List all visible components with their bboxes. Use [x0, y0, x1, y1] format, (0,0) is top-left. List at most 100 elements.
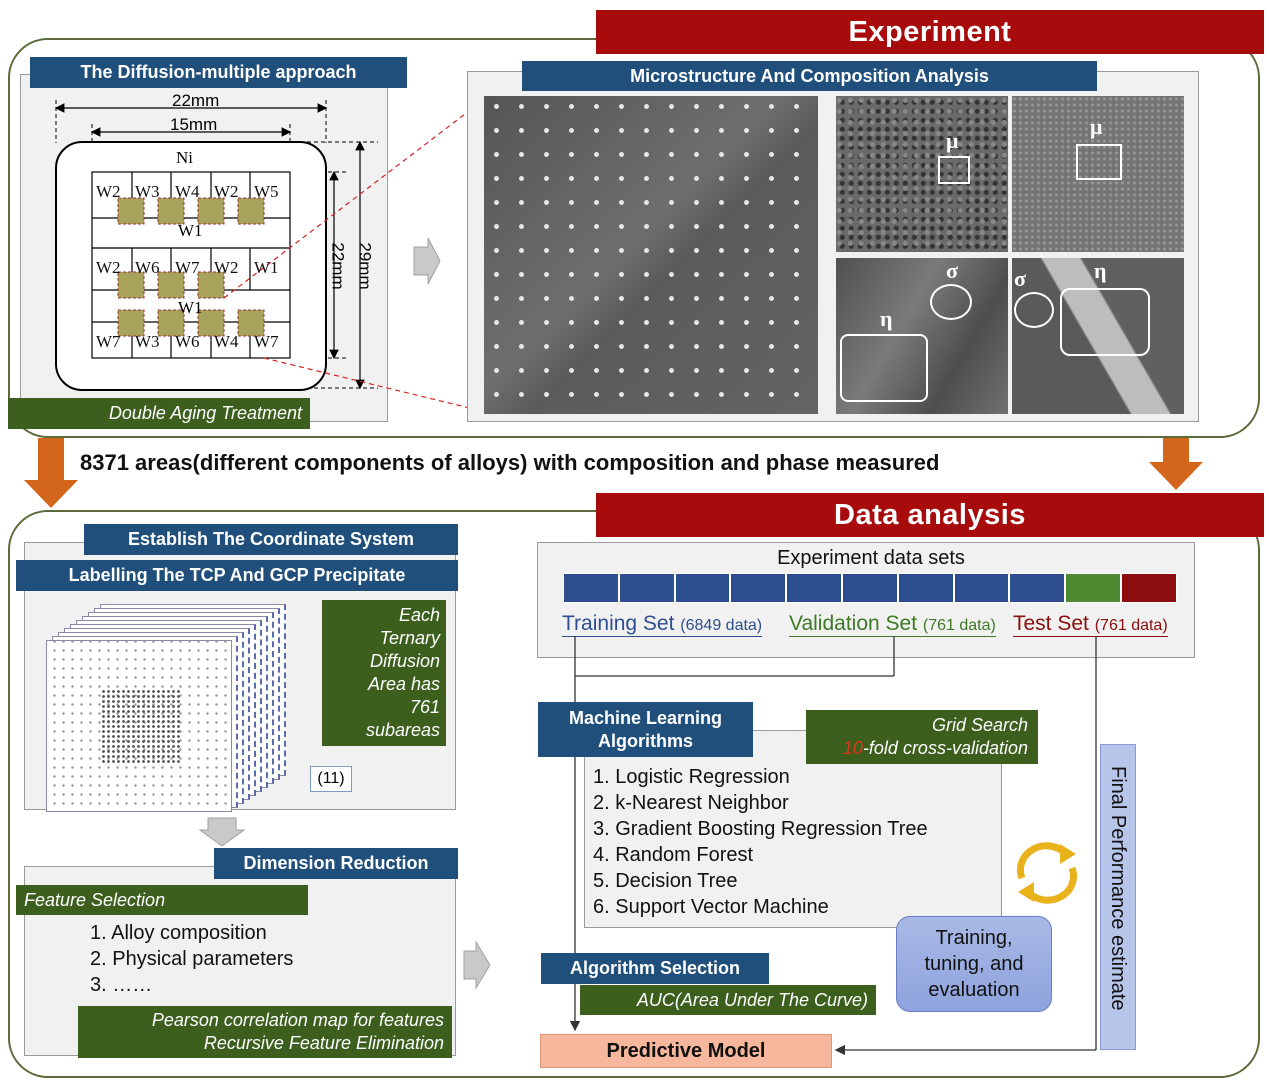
indent-mark: [744, 200, 749, 205]
indent-mark: [569, 176, 574, 181]
dim-15mm: 15mm: [170, 115, 218, 134]
indent-mark: [619, 176, 624, 181]
indent-mark: [744, 176, 749, 181]
indent-mark: [494, 368, 499, 373]
algorithm-item: 5. Decision Tree: [593, 870, 738, 892]
indent-mark: [494, 344, 499, 349]
indent-mark: [519, 104, 524, 109]
indent-mark: [769, 176, 774, 181]
indent-mark: [594, 392, 599, 397]
indent-mark: [644, 104, 649, 109]
indent-mark: [794, 272, 799, 277]
grid-cell-label: W6: [175, 332, 200, 351]
indent-mark: [594, 248, 599, 253]
grid-cell-label: W7: [175, 258, 200, 277]
indent-mark: [694, 104, 699, 109]
indent-mark: [794, 320, 799, 325]
feature-selection-label: Feature Selection: [16, 885, 308, 915]
subarea-page: [46, 640, 232, 812]
indent-mark: [794, 152, 799, 157]
indent-mark: [619, 152, 624, 157]
dataset-segment-training: [618, 573, 675, 603]
indent-mark: [594, 152, 599, 157]
indent-mark: [519, 224, 524, 229]
indent-mark: [494, 104, 499, 109]
pearson-note: Pearson correlation map for features Rec…: [78, 1006, 452, 1058]
indent-mark: [669, 392, 674, 397]
diffusion-label: The Diffusion-multiple approach: [30, 57, 407, 88]
final-performance-bar: [1100, 744, 1136, 1050]
sem-image-2: μ: [1012, 96, 1184, 252]
indent-mark: [669, 200, 674, 205]
indent-mark: [569, 344, 574, 349]
indent-mark: [769, 152, 774, 157]
indent-mark: [569, 200, 574, 205]
feature-item: 1. Alloy composition: [90, 922, 267, 944]
grid-cell-label: W6: [135, 258, 160, 277]
indent-mark: [794, 296, 799, 301]
indent-mark: [569, 392, 574, 397]
indent-mark: [744, 272, 749, 277]
dataset-segment-test: [1121, 573, 1177, 603]
algorithm-item: 3. Gradient Boosting Regression Tree: [593, 818, 928, 840]
tcp-gcp-label: Labelling The TCP And GCP Precipitate: [16, 560, 458, 591]
indent-mark: [494, 296, 499, 301]
indent-mark: [769, 248, 774, 253]
indent-mark: [519, 176, 524, 181]
indent-mark: [519, 200, 524, 205]
algorithm-list: 1. Logistic Regression 2. k-Nearest Neig…: [593, 766, 993, 922]
indent-mark: [644, 320, 649, 325]
indent-mark: [519, 248, 524, 253]
indent-mark: [594, 320, 599, 325]
double-aging-label: Double Aging Treatment: [8, 398, 310, 429]
dimension-reduction-label: Dimension Reduction: [214, 848, 458, 879]
indent-mark: [769, 272, 774, 277]
indent-mark: [744, 224, 749, 229]
indent-mark: [719, 272, 724, 277]
indent-mark: [494, 152, 499, 157]
indent-mark: [719, 344, 724, 349]
indent-mark: [744, 128, 749, 133]
indent-mark: [569, 152, 574, 157]
indent-mark: [619, 224, 624, 229]
indent-mark: [719, 296, 724, 301]
indent-mark: [619, 200, 624, 205]
indent-mark: [694, 368, 699, 373]
indent-mark: [519, 128, 524, 133]
subarea-core: [101, 689, 181, 763]
indent-mark: [694, 248, 699, 253]
experiment-header: Experiment: [596, 10, 1264, 54]
indent-mark: [519, 368, 524, 373]
ml-algorithms-label: Machine Learning Algorithms: [538, 702, 753, 757]
indent-mark: [644, 200, 649, 205]
indent-mark: [644, 224, 649, 229]
indent-mark: [669, 176, 674, 181]
indent-mark: [544, 104, 549, 109]
auc-note: AUC(Area Under The Curve): [580, 985, 876, 1015]
cv-fold-number: 10: [842, 738, 863, 758]
indent-mark: [669, 344, 674, 349]
indent-mark: [769, 200, 774, 205]
indent-mark: [544, 392, 549, 397]
indent-mark: [794, 392, 799, 397]
indent-mark: [769, 104, 774, 109]
validation-set-label: Validation Set (761 data): [789, 612, 996, 637]
coordinate-label: Establish The Coordinate System: [84, 524, 458, 555]
w1-label-a: W1: [178, 221, 203, 240]
final-performance-label: Final Performance estimate: [1107, 766, 1130, 1011]
predictive-model: Predictive Model: [540, 1034, 832, 1068]
indent-mark: [544, 272, 549, 277]
indent-mark: [594, 176, 599, 181]
indent-mark: [619, 392, 624, 397]
algorithm-item: 1. Logistic Regression: [593, 766, 790, 788]
indent-mark: [594, 296, 599, 301]
datasets-title: Experiment data sets: [777, 547, 965, 569]
indent-mark: [744, 320, 749, 325]
grid-cell-label: W3: [135, 182, 160, 201]
indent-mark: [769, 344, 774, 349]
indent-mark: [644, 392, 649, 397]
indent-mark: [669, 248, 674, 253]
indent-mark: [669, 272, 674, 277]
micro-label: Microstructure And Composition Analysis: [522, 61, 1097, 91]
